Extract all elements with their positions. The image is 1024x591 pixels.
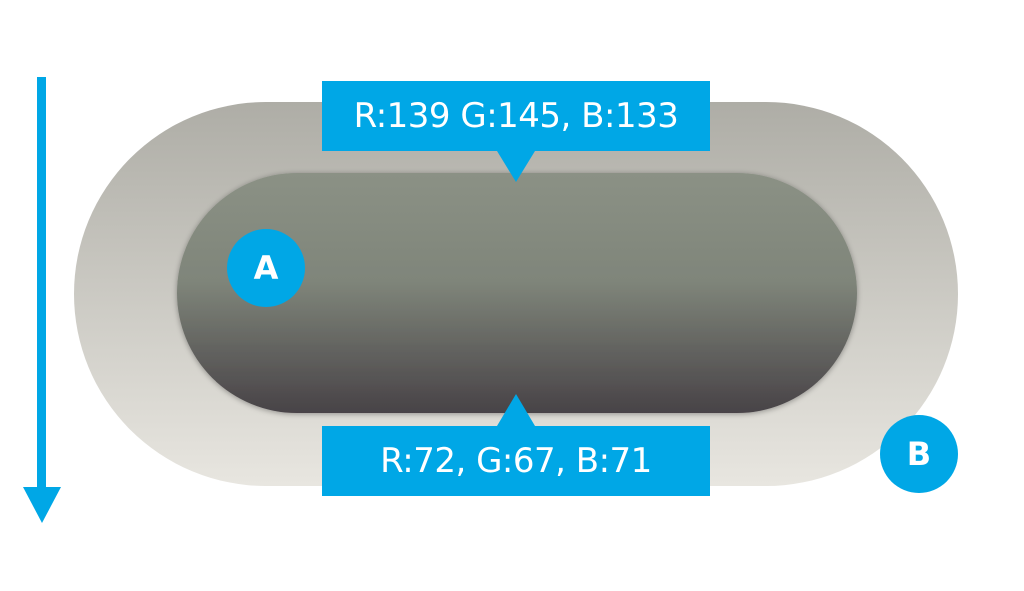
badge-a: A bbox=[227, 229, 305, 307]
top-color-value: R:139 G:145, B:133 bbox=[353, 96, 679, 136]
badge-b: B bbox=[880, 415, 958, 493]
top-color-callout: R:139 G:145, B:133 bbox=[322, 81, 710, 151]
badge-a-label: A bbox=[253, 249, 279, 287]
callout-bottom-pointer bbox=[497, 394, 535, 426]
badge-b-label: B bbox=[906, 435, 932, 473]
arrow-down-icon bbox=[23, 487, 61, 523]
inner-pill-shape bbox=[177, 173, 857, 413]
bottom-color-callout: R:72, G:67, B:71 bbox=[322, 426, 710, 496]
callout-top-pointer bbox=[497, 151, 535, 182]
bottom-color-value: R:72, G:67, B:71 bbox=[380, 441, 652, 481]
gradient-direction-arrow-shaft bbox=[37, 77, 46, 497]
